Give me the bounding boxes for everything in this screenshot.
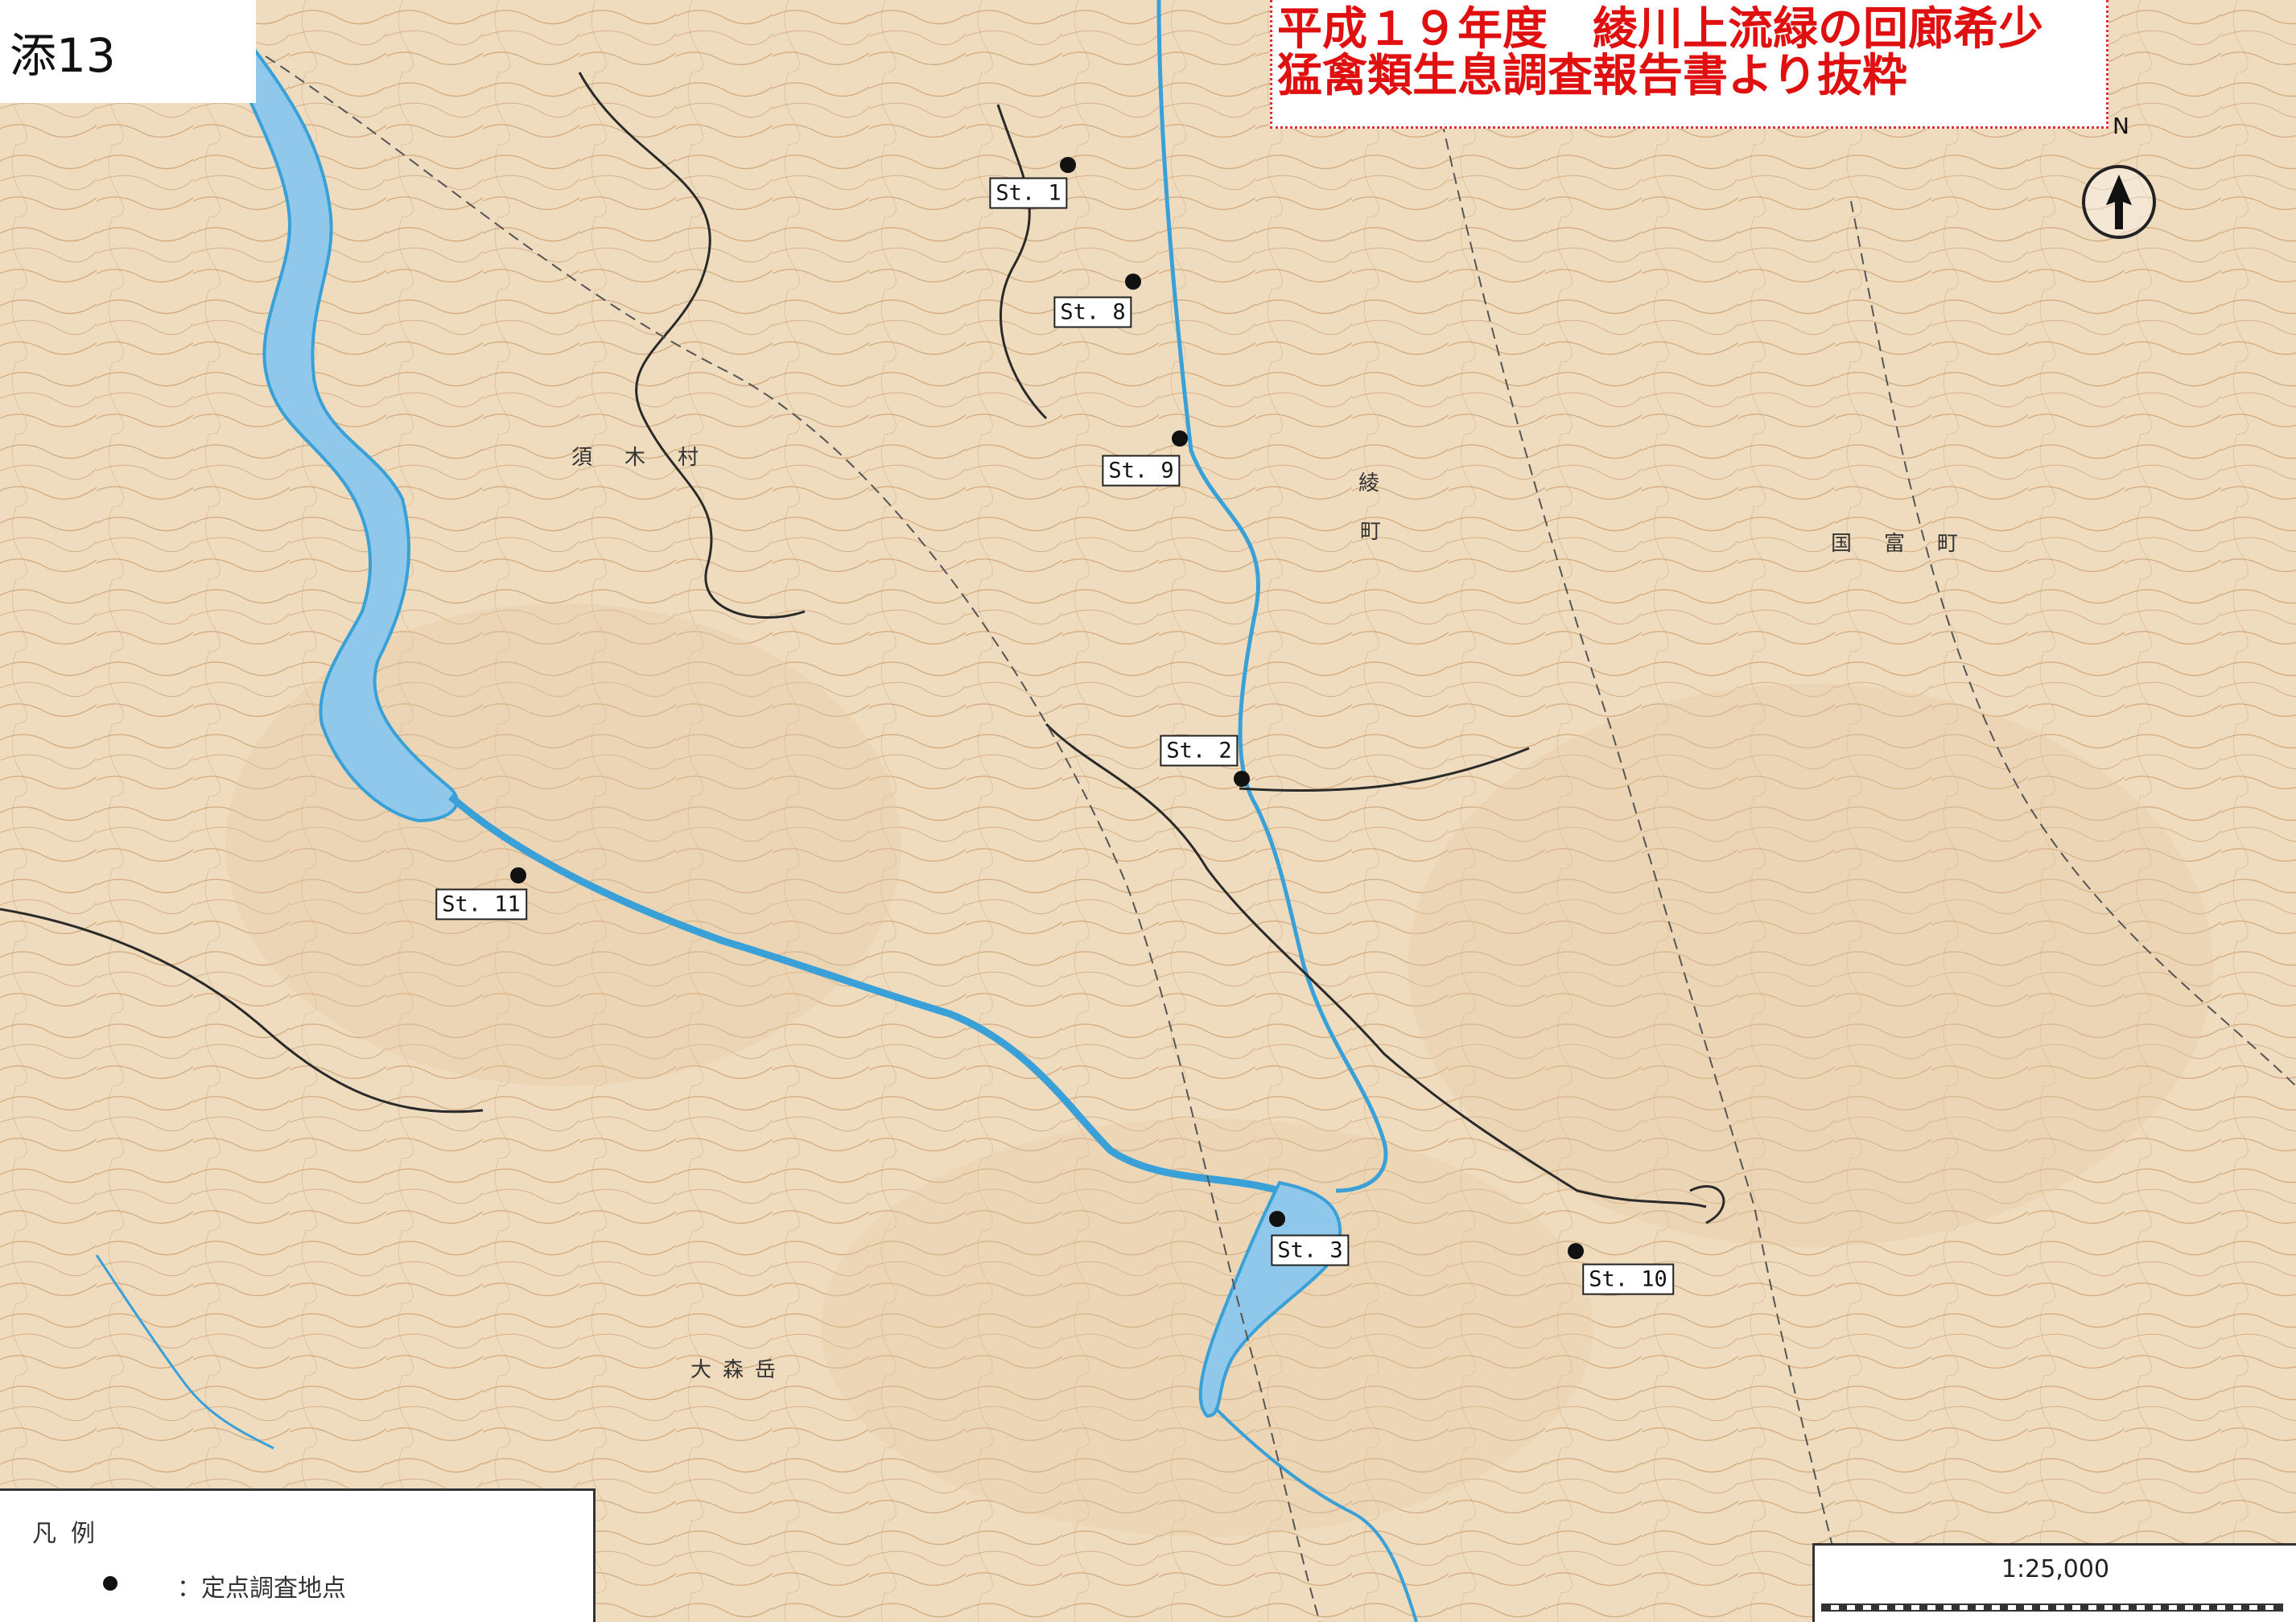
scale-bar <box>1821 1603 2283 1612</box>
place-name-kunitomi: 国富町 <box>1831 532 1991 556</box>
station-label-st2[interactable]: St. 2 <box>1160 735 1239 767</box>
place-name-aya-1: 綾 <box>1358 471 1412 496</box>
legend-item: ：定点調査地点 <box>177 1575 346 1603</box>
north-label: N <box>2113 113 2129 139</box>
source-note: 平成１９年度 綾川上流緑の回廊希少 猛禽類生息調査報告書より抜粋 <box>1270 0 2108 129</box>
scale-box: 1:25,000 <box>1812 1543 2296 1622</box>
station-dot-st11[interactable] <box>510 867 526 883</box>
legend-title: 凡例 <box>32 1520 109 1548</box>
station-dot-st9[interactable] <box>1172 430 1188 447</box>
station-dot-st8[interactable] <box>1125 274 1141 290</box>
station-label-st1[interactable]: St. 1 <box>989 177 1068 209</box>
legend: 凡例 ：定点調査地点 <box>0 1488 596 1622</box>
source-note-line2: 猛禽類生息調査報告書より抜粋 <box>1277 50 1907 102</box>
station-label-st11[interactable]: St. 11 <box>435 888 527 920</box>
document-label: 添13 <box>0 0 256 103</box>
station-label-st9[interactable]: St. 9 <box>1102 455 1181 487</box>
north-arrow-icon <box>2082 165 2156 239</box>
station-dot-st3[interactable] <box>1269 1211 1285 1227</box>
scale-ratio: 1:25,000 <box>2001 1555 2110 1583</box>
station-label-st10[interactable]: St. 10 <box>1582 1263 1674 1295</box>
station-dot-st10[interactable] <box>1568 1243 1584 1259</box>
legend-dot-icon <box>103 1576 117 1591</box>
place-name-omoridake: 大森岳 <box>690 1358 788 1382</box>
station-label-st8[interactable]: St. 8 <box>1053 296 1132 328</box>
station-label-st3[interactable]: St. 3 <box>1271 1234 1350 1266</box>
place-name-aya-2: 町 <box>1360 520 1414 544</box>
source-note-line1: 平成１９年度 綾川上流緑の回廊希少 <box>1277 3 2043 56</box>
station-dot-st1[interactable] <box>1060 157 1076 173</box>
station-dot-st2[interactable] <box>1234 771 1250 787</box>
place-name-sugi: 須木村 <box>571 446 732 470</box>
